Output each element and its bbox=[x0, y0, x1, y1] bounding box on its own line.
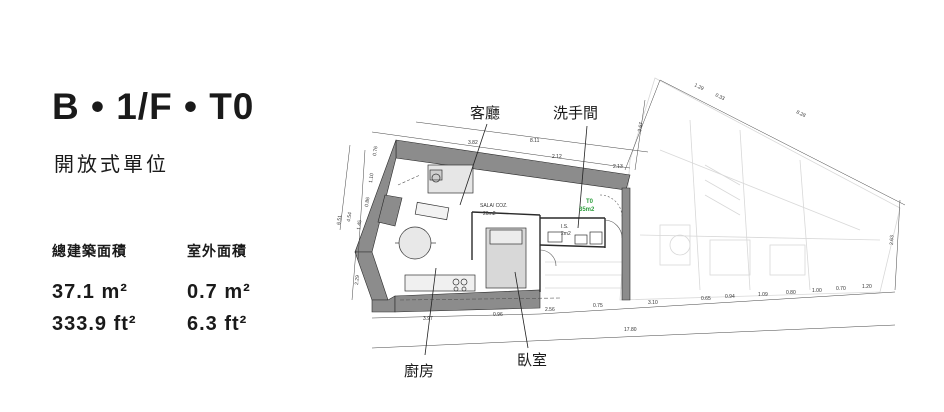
dim-top-2: 2.12 bbox=[552, 154, 562, 160]
room-label-kitchen: 廚房 bbox=[404, 362, 434, 380]
dim-bottom-9: 1.00 bbox=[812, 288, 822, 294]
dim-bottom-2: 2.56 bbox=[545, 307, 555, 313]
furniture bbox=[395, 164, 603, 292]
dim-left-1: 1.10 bbox=[368, 173, 375, 184]
outdoor-area-m2: 0.7 m² bbox=[187, 281, 251, 303]
dim-bottom-10: 0.70 bbox=[836, 286, 846, 292]
dim-left-3: 1.45 bbox=[356, 220, 363, 231]
unit-tag-area: 35m2 bbox=[579, 207, 595, 213]
room-label-living: 客廳 bbox=[470, 104, 500, 122]
dim-bottom-6: 0.94 bbox=[725, 294, 735, 300]
unit-tag: T0 bbox=[586, 199, 594, 205]
dimension-lines bbox=[339, 79, 906, 349]
pillow bbox=[489, 229, 523, 245]
room-label-bedroom: 臥室 bbox=[517, 351, 547, 369]
gross-area-ft2: 333.9 ft² bbox=[52, 313, 137, 335]
dim-bottom-8: 0.80 bbox=[786, 290, 796, 296]
washbasin bbox=[547, 231, 563, 243]
neighbouring-building bbox=[545, 77, 901, 301]
dim-top-3: 2.13 bbox=[613, 164, 623, 170]
dining-table bbox=[398, 226, 432, 260]
leader-lines bbox=[424, 123, 588, 356]
dim-top-0: 3.82 bbox=[468, 140, 478, 146]
outdoor-area-ft2: 6.3 ft² bbox=[187, 313, 248, 335]
plan-label-is-area: 2m2 bbox=[561, 231, 571, 237]
unit-code: B • 1/F • T0 bbox=[52, 86, 255, 127]
interior-walls bbox=[471, 211, 606, 292]
dim-bottom-11: 1.20 bbox=[862, 284, 872, 290]
dim-left-0: 0.76 bbox=[372, 146, 379, 157]
plan-label-is: I.S. bbox=[561, 224, 569, 230]
dim-bottom-1: 0.96 bbox=[493, 312, 503, 318]
toilet bbox=[574, 234, 588, 245]
dim-left-5: 6.51 bbox=[336, 215, 343, 226]
outdoor-area-label: 室外面積 bbox=[187, 244, 247, 260]
dim-bottom-5: 0.65 bbox=[701, 296, 711, 302]
plan-label-sala: SALA/ COZ. bbox=[480, 203, 508, 209]
dim-bottom-3: 0.75 bbox=[593, 303, 603, 309]
dim-top-4: 3.67 bbox=[637, 122, 645, 133]
kitchen-counter bbox=[404, 274, 476, 292]
dim-bottom-4: 3.10 bbox=[648, 300, 658, 306]
dim-topright-2: 8.28 bbox=[795, 109, 807, 119]
coffee-table bbox=[414, 201, 450, 221]
room-label-bathroom: 洗手間 bbox=[553, 104, 598, 122]
dim-right-0: 2.63 bbox=[889, 235, 895, 245]
unit-type: 開放式單位 bbox=[54, 152, 169, 176]
dim-bottom-0: 3.97 bbox=[423, 316, 433, 322]
dim-left-4: 4.54 bbox=[346, 212, 353, 223]
exterior-walls bbox=[354, 139, 631, 313]
gross-area-label: 總建築面積 bbox=[52, 244, 127, 260]
dim-left-2: 0.86 bbox=[364, 197, 371, 208]
plan-label-sala-area: 20m2 bbox=[483, 211, 496, 217]
gross-area-m2: 37.1 m² bbox=[52, 281, 128, 303]
dim-bottom-total: 17.80 bbox=[624, 327, 637, 333]
dim-left-6: 2.29 bbox=[354, 275, 361, 286]
dim-bottom-7: 1.09 bbox=[758, 292, 768, 298]
dim-topright-0: 1.29 bbox=[693, 82, 705, 92]
dim-topright-1: 0.33 bbox=[714, 92, 726, 102]
shower bbox=[589, 231, 603, 245]
doors bbox=[397, 174, 623, 301]
dim-top-1: 8.11 bbox=[530, 138, 540, 144]
